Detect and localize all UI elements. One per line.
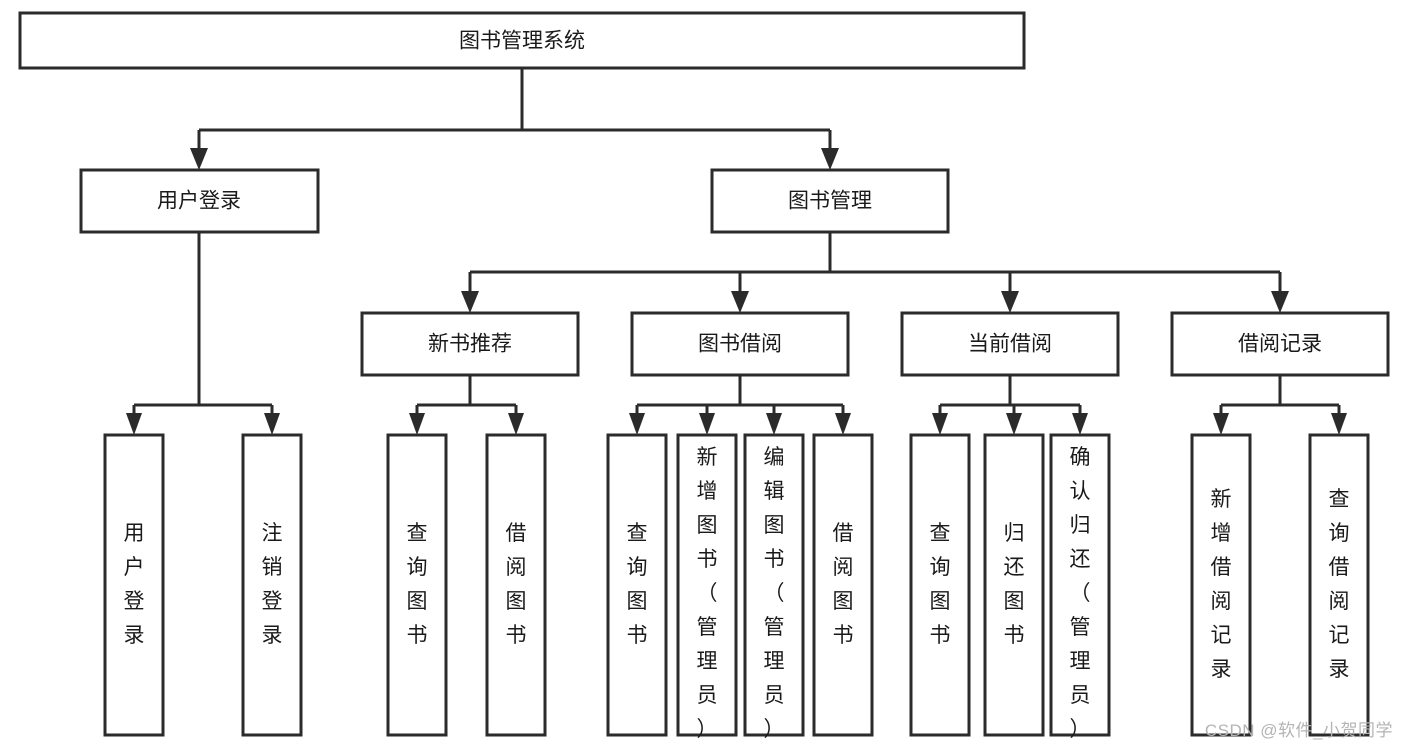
node-leaf-confirm-return-label: 确认归还（管理员） [1070,446,1091,741]
node-leaf-query-borrow-record-box[interactable] [1308,433,1370,737]
arrow-head-leaf-logout [264,413,280,435]
node-leaf-logout-label: 注销登录 [262,522,283,647]
node-leaf-user-login-box[interactable] [103,433,165,737]
node-leaf-borrow-book-rec-label: 借阅图书 [506,522,527,647]
node-leaf-edit-book-admin-box[interactable] [743,433,805,737]
node-user-login-label: 用户登录 [157,190,241,213]
arrow-head-leaf-add-borrow-record [1213,413,1229,435]
node-user-login-box[interactable] [79,168,320,234]
connector-group [126,68,1347,435]
node-leaf-borrow-book-rec-box[interactable] [485,433,547,737]
node-leaf-user-login[interactable] [103,433,165,737]
node-leaf-confirm-return-box[interactable] [1049,433,1111,737]
node-book-manage-label: 图书管理 [788,190,872,213]
node-leaf-user-login-label: 用户登录 [124,522,145,647]
arrow-head-leaf-query-borrow-record [1331,413,1347,435]
node-leaf-borrow-book-box[interactable] [812,433,874,737]
arrow-head-leaf-edit-book-admin [766,413,782,435]
node-current-borrow-label: 当前借阅 [968,333,1052,356]
node-book-manage-box[interactable] [710,168,950,234]
node-root-box[interactable] [18,11,1026,70]
node-leaf-add-borrow-record-box[interactable] [1190,433,1252,737]
arrow-head-book-borrow [731,291,749,313]
node-leaf-query-borrow-record-label: 查询借阅记录 [1329,488,1350,681]
node-root[interactable]: 图书管理系统 [18,11,1026,70]
node-leaf-add-borrow-record-label: 新增借阅记录 [1211,488,1232,681]
node-leaf-logout[interactable] [241,433,303,737]
node-leaf-query-borrow-record[interactable] [1308,433,1370,737]
node-leaf-query-book-current-box[interactable] [909,433,971,737]
node-leaf-query-book-rec-label: 查询图书 [407,522,428,647]
arrow-head-leaf-return-book [1006,413,1022,435]
node-leaf-return-book-box[interactable] [983,433,1045,737]
node-leaf-borrow-book-rec[interactable] [485,433,547,737]
node-root-label: 图书管理系统 [459,30,585,53]
node-leaf-query-book-borrow[interactable] [606,433,668,737]
node-leaf-return-book[interactable] [983,433,1045,737]
arrow-head-borrow-record [1271,291,1289,313]
node-book-borrow[interactable]: 图书借阅 [630,311,850,377]
node-leaf-add-book-admin-box[interactable] [676,433,738,737]
node-borrow-record[interactable]: 借阅记录 [1170,311,1390,377]
node-leaf-logout-box[interactable] [241,433,303,737]
node-leaf-edit-book-admin[interactable] [743,433,805,737]
node-leaf-return-book-label: 归还图书 [1004,522,1025,647]
node-leaf-add-borrow-record[interactable] [1190,433,1252,737]
node-leaf-query-book-current-label: 查询图书 [930,522,951,647]
node-new-book-recommend-label: 新书推荐 [428,333,512,356]
node-leaf-edit-book-admin-label: 编辑图书（管理员） [764,446,785,741]
arrow-head-user-login [190,148,208,170]
node-book-borrow-label: 图书借阅 [698,333,782,356]
node-leaf-add-book-admin-label: 新增图书（管理员） [697,446,718,741]
arrow-head-leaf-borrow-book [835,413,851,435]
arrow-head-leaf-confirm-return [1072,413,1088,435]
node-leaf-query-book-borrow-label: 查询图书 [627,522,648,647]
node-current-borrow[interactable]: 当前借阅 [900,311,1120,377]
node-leaf-borrow-book-label: 借阅图书 [833,522,854,647]
arrow-head-leaf-query-book-borrow [629,413,645,435]
arrow-head-leaf-query-book-rec [409,413,425,435]
node-current-borrow-box[interactable] [900,311,1120,377]
arrow-head-current-borrow [1001,291,1019,313]
node-leaf-query-book-borrow-box[interactable] [606,433,668,737]
arrow-head-new-book-recommend [461,291,479,313]
node-leaf-confirm-return[interactable] [1049,433,1111,737]
arrow-head-leaf-borrow-book-rec [508,413,524,435]
node-user-login[interactable]: 用户登录 [79,168,320,234]
node-leaf-borrow-book[interactable] [812,433,874,737]
node-new-book-recommend[interactable]: 新书推荐 [360,311,580,377]
node-new-book-recommend-box[interactable] [360,311,580,377]
node-borrow-record-label: 借阅记录 [1238,333,1322,356]
arrow-head-book-manage [821,148,839,170]
node-leaf-query-book-rec-box[interactable] [386,433,448,737]
arrow-head-leaf-query-book-current [932,413,948,435]
leaf-label-group: 用户登录 注销登录 查询图书 借阅图书 查询图书 新增图书（管理员） 编辑图书（管理员） 借阅… [124,446,1350,741]
arrow-head-leaf-add-book-admin [699,413,715,435]
node-book-borrow-box[interactable] [630,311,850,377]
node-borrow-record-box[interactable] [1170,311,1390,377]
arrow-head-leaf-user-login [126,413,142,435]
node-book-manage[interactable]: 图书管理 [710,168,950,234]
node-leaf-query-book-rec[interactable] [386,433,448,737]
node-leaf-add-book-admin[interactable] [676,433,738,737]
node-leaf-query-book-current[interactable] [909,433,971,737]
